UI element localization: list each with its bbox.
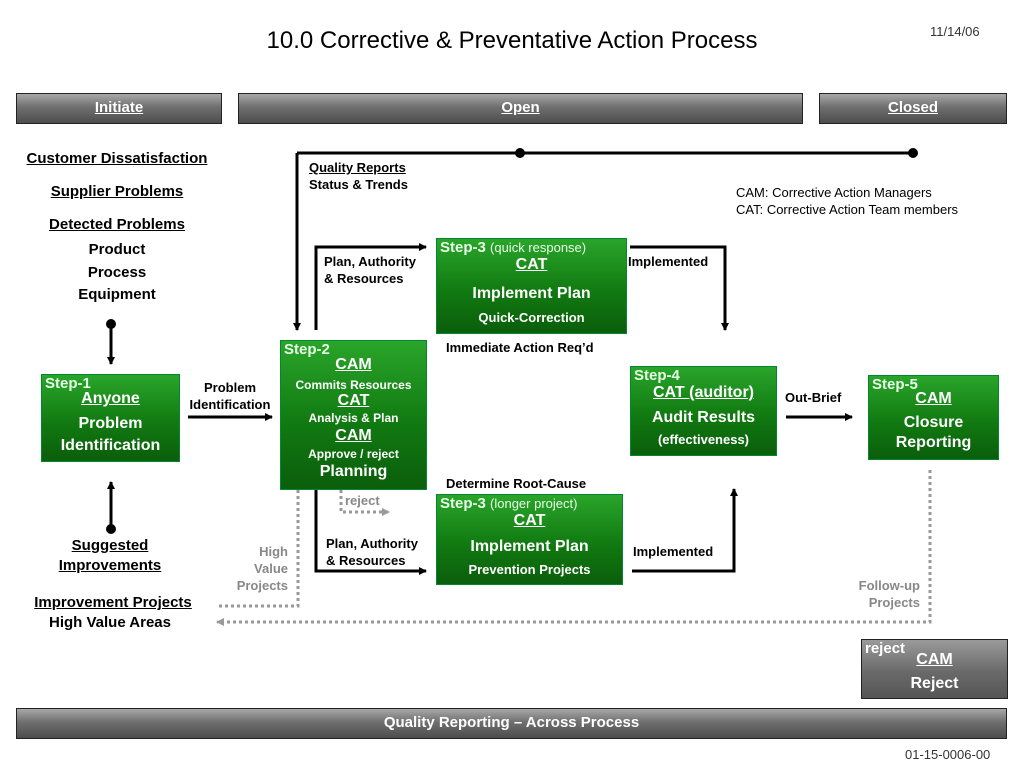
step4-line1: Audit Results [651, 409, 756, 426]
phase-closed-bar[interactable]: Closed [819, 93, 1007, 124]
problem-identification-label-1: Problem [203, 380, 256, 395]
document-number: 01-15-0006-00 [905, 747, 991, 762]
step1-top-connector [106, 319, 116, 365]
step2-cat-desc: Analysis & Plan [308, 411, 399, 425]
reject-dotted-arrow [339, 490, 390, 516]
step3-long-to-step4-arrow [632, 488, 738, 573]
step2-step-label: Step-2 [284, 341, 330, 358]
determine-root-cause-label: Determine Root-Cause [446, 476, 587, 491]
step1-line2: Identification [60, 437, 161, 454]
out-brief-label: Out-Brief [785, 390, 842, 405]
legend-cam: CAM: Corrective Action Managers [736, 185, 932, 200]
step2-cam-desc: Commits Resources [295, 378, 412, 392]
page-title: 10.0 Corrective & Preventative Action Pr… [266, 27, 758, 54]
reject-box-who: CAM [916, 651, 953, 668]
step2-box[interactable]: Step-2 CAM Commits Resources CAT Analysi… [280, 340, 427, 490]
step3-quick-to-step4-arrow [630, 245, 729, 331]
step4-step-label: Step-4 [634, 367, 680, 384]
phase-initiate-label: Initiate [94, 99, 144, 116]
problem-identification-label-2: Identification [189, 397, 271, 412]
customer-dissatisfaction-label: Customer Dissatisfaction [26, 150, 208, 167]
reject-label: reject [345, 493, 380, 508]
plan-authority-top-2: & Resources [324, 271, 404, 286]
equipment-label: Equipment [78, 286, 156, 303]
detected-problems-label: Detected Problems [49, 216, 185, 233]
step3-long-step: Step-3 (longer project) [440, 495, 577, 512]
step3-long-box[interactable]: Step-3 (longer project) CAT Implement Pl… [436, 494, 623, 585]
phase-open-bar[interactable]: Open [238, 93, 803, 124]
plan-authority-top-1: Plan, Authority [324, 254, 416, 269]
step4-who: CAT (auditor) [652, 384, 754, 401]
phase-closed-label: Closed [887, 99, 938, 116]
plan-authority-bot-1: Plan, Authority [326, 536, 418, 551]
step5-box[interactable]: Step-5 CAM Closure Reporting [868, 375, 999, 460]
step2-planning: Planning [319, 463, 388, 480]
quality-reports-title: Quality Reports [309, 160, 406, 175]
step3-long-cat: CAT [513, 512, 546, 529]
quality-reports-connector [293, 148, 918, 331]
quality-reports-subtitle: Status & Trends [309, 177, 408, 192]
step4-line2: (effectiveness) [657, 432, 750, 447]
step5-line2: Reporting [895, 434, 972, 451]
reject-box-line1: Reject [910, 675, 959, 692]
phase-initiate-bar[interactable]: Initiate [16, 93, 222, 124]
implemented-bottom-label: Implemented [633, 544, 714, 559]
step3-quick-note: (quick response) [490, 240, 587, 255]
date-label: 11/14/06 [930, 24, 980, 39]
follow-up-label-2: Projects [868, 595, 920, 610]
high-value-label-1: High [259, 544, 288, 559]
step1-step-label: Step-1 [45, 375, 91, 392]
high-value-label-2: Value [254, 561, 288, 576]
follow-up-dotted-arrow [216, 470, 932, 626]
step3-quick-step: Step-3 (quick response) [440, 239, 586, 256]
quality-reporting-bar[interactable]: Quality Reporting – Across Process [16, 708, 1007, 739]
high-value-dotted-line [216, 490, 300, 608]
immediate-action-label: Immediate Action Req’d [446, 340, 594, 355]
step2-to-step3-quick-arrow [314, 243, 427, 330]
quality-reporting-label: Quality Reporting – Across Process [383, 714, 640, 731]
implemented-top-label: Implemented [628, 254, 709, 269]
follow-up-label-1: Follow-up [858, 578, 920, 593]
step1-box[interactable]: Step-1 Anyone Problem Identification [41, 374, 180, 462]
step2-cam2: CAM [335, 427, 372, 444]
step3-long-step-label: Step-3 [440, 495, 486, 512]
process-label: Process [87, 264, 147, 281]
step2-cam2-desc: Approve / reject [308, 447, 399, 461]
supplier-problems-label: Supplier Problems [50, 183, 184, 200]
reject-box-label: reject [865, 640, 906, 657]
step3-quick-line2: Quick-Correction [478, 310, 585, 325]
step3-quick-step-label: Step-3 [440, 239, 486, 256]
improvements-label: Improvements [58, 557, 162, 574]
step3-long-line1: Implement Plan [470, 538, 589, 555]
step4-box[interactable]: Step-4 CAT (auditor) Audit Results (effe… [630, 366, 777, 456]
step5-line1: Closure [903, 414, 964, 431]
suggested-label: Suggested [71, 537, 149, 554]
step2-cat: CAT [337, 392, 370, 409]
legend-cat: CAT: Corrective Action Team members [736, 202, 959, 217]
phase-open-label: Open [501, 99, 540, 116]
step3-quick-cat: CAT [515, 256, 548, 273]
high-value-areas-label: High Value Areas [49, 614, 171, 631]
step1-who: Anyone [81, 390, 140, 407]
step3-long-note: (longer project) [490, 496, 578, 511]
step5-step-label: Step-5 [872, 376, 918, 393]
high-value-label-3: Projects [236, 578, 288, 593]
step2-to-step3-long-arrow [314, 490, 427, 575]
step1-bottom-connector [106, 481, 116, 534]
product-label: Product [88, 241, 146, 258]
step5-who: CAM [915, 390, 952, 407]
improvement-projects-label: Improvement Projects [34, 594, 192, 611]
step3-quick-box[interactable]: Step-3 (quick response) CAT Implement Pl… [436, 238, 627, 334]
step3-quick-line1: Implement Plan [472, 285, 591, 302]
step1-line1: Problem [78, 415, 143, 432]
step2-cam: CAM [335, 356, 372, 373]
plan-authority-bot-2: & Resources [326, 553, 406, 568]
step3-long-line2: Prevention Projects [468, 562, 591, 577]
cam-reject-box[interactable]: reject CAM Reject [861, 639, 1008, 699]
